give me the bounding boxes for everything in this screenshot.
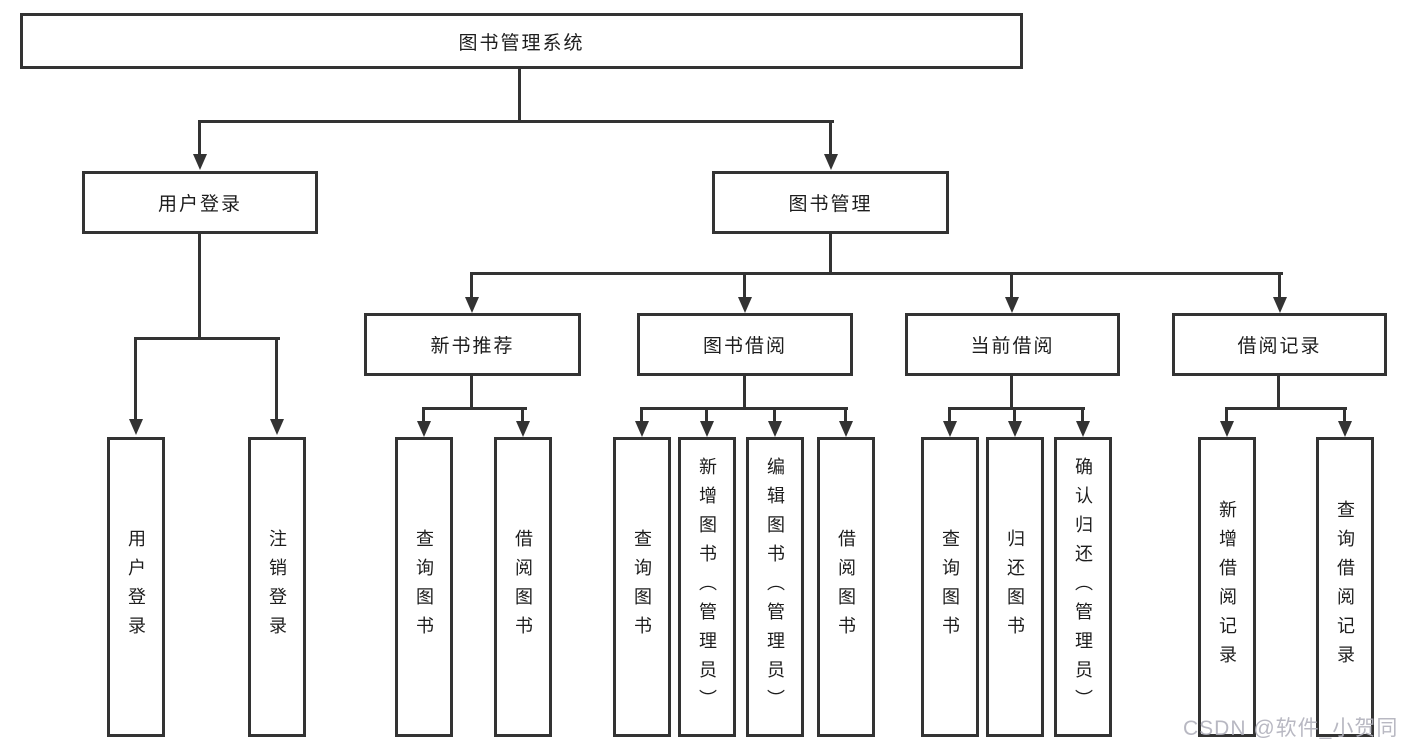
- leaf-label: 查询图书: [632, 529, 652, 645]
- connector-line: [844, 407, 847, 423]
- connector-line: [198, 120, 834, 123]
- node-current-borrowing: 当前借阅: [905, 313, 1120, 376]
- csdn-watermark: CSDN @软件_小贺同学: [1183, 717, 1399, 740]
- arrow-down-icon: [1076, 421, 1090, 437]
- connector-line: [470, 376, 473, 410]
- arrow-down-icon: [1008, 421, 1022, 437]
- arrow-down-icon: [129, 419, 143, 435]
- node-user-login: 用户登录: [82, 171, 318, 234]
- connector-line: [198, 234, 201, 340]
- node-borrowing-records: 借阅记录: [1172, 313, 1387, 376]
- arrow-down-icon: [824, 154, 838, 170]
- connector-line: [275, 337, 278, 420]
- connector-line: [1013, 407, 1016, 423]
- leaf-label: 查询图书: [940, 529, 960, 645]
- connector-line: [134, 337, 280, 340]
- connector-line: [1278, 272, 1281, 299]
- arrow-down-icon: [1005, 297, 1019, 313]
- leaf-label: 查询图书: [414, 529, 434, 645]
- leaf-edit-books-admin: 编辑图书（管理员）: [746, 437, 804, 737]
- connector-line: [773, 407, 776, 423]
- connector-line: [1343, 407, 1346, 423]
- arrow-down-icon: [417, 421, 431, 437]
- connector-line: [1277, 376, 1280, 410]
- arrow-down-icon: [738, 297, 752, 313]
- connector-line: [948, 407, 1085, 410]
- connector-line: [1225, 407, 1347, 410]
- arrow-down-icon: [1338, 421, 1352, 437]
- leaf-label: 新增图书（管理员）: [697, 456, 717, 718]
- leaf-query-borrow-record: 查询借阅记录: [1316, 437, 1374, 737]
- connector-line: [640, 407, 848, 410]
- connector-line: [134, 337, 137, 420]
- node-book-borrowing: 图书借阅: [637, 313, 853, 376]
- node-library-system: 图书管理系统: [20, 13, 1023, 69]
- arrow-down-icon: [1220, 421, 1234, 437]
- leaf-label: 确认归还（管理员）: [1073, 456, 1093, 718]
- leaf-user-login: 用户登录: [107, 437, 165, 737]
- leaf-label: 借阅图书: [836, 529, 856, 645]
- leaf-confirm-return-admin: 确认归还（管理员）: [1054, 437, 1112, 737]
- leaf-return-books: 归还图书: [986, 437, 1044, 737]
- leaf-label: 编辑图书（管理员）: [765, 456, 785, 718]
- connector-line: [829, 120, 832, 156]
- connector-line: [422, 407, 527, 410]
- arrow-down-icon: [270, 419, 284, 435]
- connector-line: [1010, 376, 1013, 410]
- node-new-book-recommendation: 新书推荐: [364, 313, 581, 376]
- leaf-logout: 注销登录: [248, 437, 306, 737]
- connector-line: [743, 272, 746, 299]
- arrow-down-icon: [193, 154, 207, 170]
- connector-line: [470, 272, 1283, 275]
- connector-line: [829, 234, 832, 275]
- arrow-down-icon: [465, 297, 479, 313]
- connector-line: [705, 407, 708, 423]
- arrow-down-icon: [516, 421, 530, 437]
- leaf-query-books: 查询图书: [921, 437, 979, 737]
- connector-line: [518, 69, 521, 123]
- leaf-borrow-books: 借阅图书: [817, 437, 875, 737]
- arrow-down-icon: [635, 421, 649, 437]
- connector-line: [1081, 407, 1084, 423]
- leaf-query-books: 查询图书: [395, 437, 453, 737]
- leaf-label: 注销登录: [267, 529, 287, 645]
- arrow-down-icon: [1273, 297, 1287, 313]
- leaf-borrow-books: 借阅图书: [494, 437, 552, 737]
- connector-line: [640, 407, 643, 423]
- leaf-label: 用户登录: [126, 529, 146, 645]
- leaf-label: 归还图书: [1005, 529, 1025, 645]
- leaf-label: 借阅图书: [513, 529, 533, 645]
- connector-line: [198, 120, 201, 156]
- leaf-label: 查询借阅记录: [1335, 500, 1355, 674]
- arrow-down-icon: [700, 421, 714, 437]
- connector-line: [521, 407, 524, 423]
- connector-line: [422, 407, 425, 423]
- leaf-add-books-admin: 新增图书（管理员）: [678, 437, 736, 737]
- leaf-add-borrow-record: 新增借阅记录: [1198, 437, 1256, 737]
- connector-line: [1010, 272, 1013, 299]
- leaf-query-books: 查询图书: [613, 437, 671, 737]
- connector-line: [1225, 407, 1228, 423]
- arrow-down-icon: [839, 421, 853, 437]
- connector-line: [743, 376, 746, 410]
- connector-line: [948, 407, 951, 423]
- arrow-down-icon: [768, 421, 782, 437]
- arrow-down-icon: [943, 421, 957, 437]
- leaf-label: 新增借阅记录: [1217, 500, 1237, 674]
- node-book-management: 图书管理: [712, 171, 949, 234]
- connector-line: [470, 272, 473, 299]
